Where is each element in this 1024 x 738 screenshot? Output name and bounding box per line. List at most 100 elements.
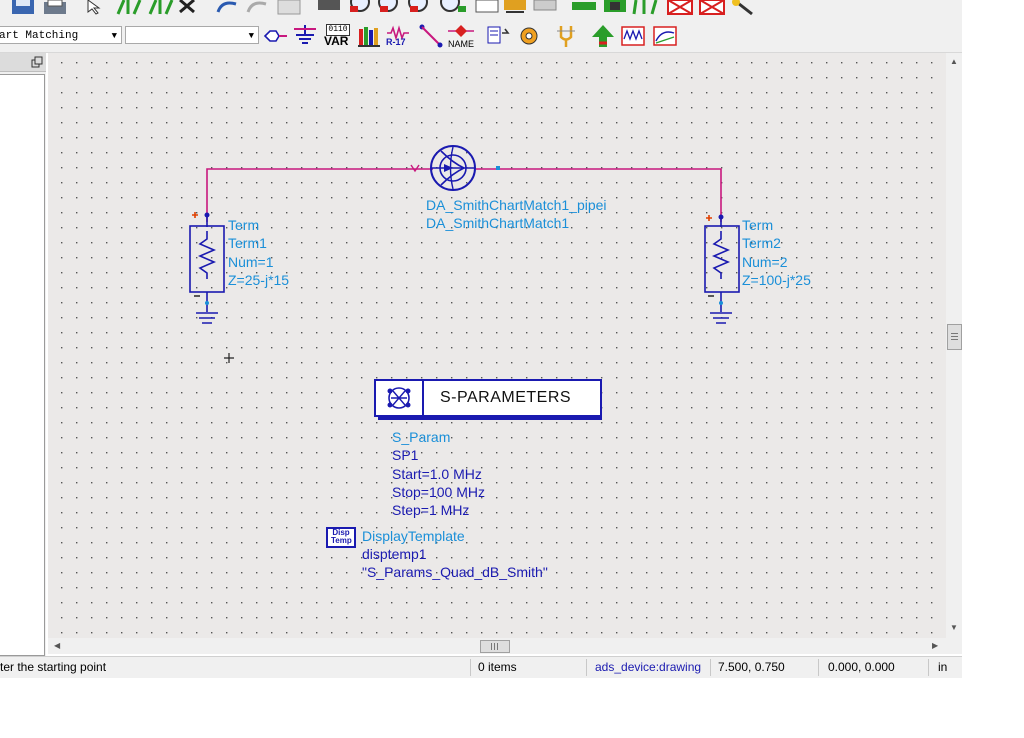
term2-impedance-label: Z=100-j*25 bbox=[742, 272, 811, 288]
generate-layout-icon[interactable] bbox=[572, 2, 596, 10]
status-divider bbox=[928, 659, 929, 676]
status-bar: ter the starting point 0 items ads_devic… bbox=[0, 656, 962, 678]
zoom-out-icon[interactable] bbox=[408, 0, 428, 12]
term2-name-label: Term2 bbox=[742, 235, 781, 251]
var-equation-icon[interactable]: 0110 VAR bbox=[323, 23, 351, 49]
wire-net[interactable] bbox=[206, 168, 722, 222]
sparam-start-label: Start=1.0 MHz bbox=[392, 466, 482, 482]
status-divider bbox=[586, 659, 587, 676]
restore-window-icon[interactable] bbox=[30, 55, 44, 69]
s-parameters-controller[interactable] bbox=[374, 379, 602, 420]
port-icon[interactable] bbox=[262, 23, 288, 49]
rotate-icon[interactable] bbox=[277, 0, 301, 15]
status-delta: 0.000, 0.000 bbox=[828, 660, 895, 674]
zoom-in-icon[interactable] bbox=[378, 0, 398, 12]
delete-icon[interactable] bbox=[179, 0, 195, 14]
term2-num-label: Num=2 bbox=[742, 254, 788, 270]
zoom-icon[interactable] bbox=[350, 0, 370, 12]
term1-impedance-label: Z=25-j*15 bbox=[228, 272, 290, 288]
redo-icon[interactable] bbox=[246, 1, 267, 13]
ground-icon[interactable] bbox=[292, 23, 318, 49]
horizontal-scrollbar[interactable]: ◀ ▶ bbox=[48, 638, 946, 654]
term1-component[interactable] bbox=[189, 212, 225, 324]
smith-name-label: DA_SmithChartMatch1 bbox=[426, 215, 570, 231]
chevron-down-icon: ▼ bbox=[111, 31, 117, 41]
resistor-r17-icon[interactable]: R-17 bbox=[385, 23, 411, 49]
simulate-icon[interactable] bbox=[504, 0, 526, 13]
palette-list[interactable] bbox=[0, 74, 45, 656]
resistor-label: R-17 bbox=[386, 37, 406, 47]
view-all-icon[interactable] bbox=[475, 0, 499, 13]
status-layer[interactable]: ads_device:drawing bbox=[595, 660, 702, 674]
push-down-icon[interactable] bbox=[484, 23, 510, 49]
zoom-area-icon[interactable] bbox=[440, 0, 466, 12]
display-icon-line2: Temp bbox=[331, 536, 352, 545]
display-icon-line1: Disp bbox=[332, 528, 350, 537]
data-display-icon[interactable] bbox=[620, 23, 646, 49]
display-icon-text: Disp Temp bbox=[331, 528, 352, 545]
status-divider bbox=[710, 659, 711, 676]
vertical-scrollbar[interactable]: ▲ ▼ bbox=[946, 53, 962, 638]
main-toolbar-icons bbox=[12, 0, 753, 16]
display-type-label: DisplayTemplate bbox=[362, 528, 465, 544]
check-design-icon[interactable] bbox=[667, 0, 693, 15]
print-icon[interactable] bbox=[44, 0, 66, 14]
var-label: VAR bbox=[324, 34, 349, 48]
magic-wand-icon[interactable] bbox=[732, 0, 753, 16]
tuning-fork-icon[interactable] bbox=[553, 23, 579, 49]
smith-instance-label: DA_SmithChartMatch1_pipei bbox=[426, 197, 607, 213]
component-search-select[interactable]: ▼ bbox=[125, 26, 259, 44]
save-icon[interactable] bbox=[12, 0, 34, 14]
term2-component[interactable] bbox=[704, 214, 740, 324]
smith-chart-match-component[interactable] bbox=[410, 145, 500, 191]
display-value-label: "S_Params_Quad_dB_Smith" bbox=[362, 564, 548, 580]
name-label: NAME bbox=[448, 39, 475, 49]
status-divider bbox=[470, 659, 471, 676]
grid-dots bbox=[48, 53, 946, 638]
undo-icon[interactable] bbox=[216, 1, 237, 13]
scroll-corner bbox=[946, 638, 962, 654]
term1-num-label: Num=1 bbox=[228, 254, 274, 270]
scroll-left-icon[interactable]: ◀ bbox=[54, 641, 61, 650]
main-toolbar bbox=[0, 0, 962, 20]
schematic-drawing bbox=[48, 53, 946, 638]
component-toolbar: art Matching ▼ ▼ 0110 VAR R-17 bbox=[0, 20, 962, 53]
simulate-arrow-icon[interactable] bbox=[590, 23, 616, 49]
library-icon[interactable] bbox=[356, 23, 382, 49]
palette-panel-header bbox=[0, 53, 46, 72]
plot-traces-icon[interactable] bbox=[652, 23, 678, 49]
push-into-hierarchy-icon[interactable] bbox=[318, 0, 340, 10]
sparam-step-label: Step=1 MHz bbox=[392, 502, 470, 518]
drc-icon[interactable] bbox=[699, 0, 725, 15]
sparam-name-label: SP1 bbox=[392, 447, 419, 463]
chevron-down-icon: ▼ bbox=[248, 31, 254, 41]
resistor-symbol bbox=[387, 25, 409, 41]
crosshair-cursor-icon bbox=[224, 353, 234, 363]
component-palette-select[interactable]: art Matching ▼ bbox=[0, 26, 122, 44]
scroll-down-icon[interactable]: ▼ bbox=[950, 623, 958, 632]
scroll-up-icon[interactable]: ▲ bbox=[950, 57, 958, 66]
s-parameters-title: S-PARAMETERS bbox=[440, 389, 572, 406]
wire-label-icon[interactable]: NAME bbox=[446, 23, 476, 49]
tune-icon[interactable] bbox=[533, 0, 557, 11]
insert-wire-icon[interactable] bbox=[116, 0, 142, 15]
options-gear-icon[interactable] bbox=[516, 23, 542, 49]
status-prompt: ter the starting point bbox=[0, 660, 107, 674]
scroll-right-icon[interactable]: ▶ bbox=[932, 641, 939, 650]
component-palette-value: art Matching bbox=[0, 30, 79, 42]
vertical-scroll-thumb[interactable] bbox=[947, 324, 962, 350]
select-pointer-icon[interactable] bbox=[87, 0, 101, 15]
horizontal-scroll-thumb[interactable] bbox=[480, 640, 510, 653]
var-box: 0110 bbox=[326, 24, 350, 36]
schematic-canvas[interactable]: Term Term1 Num=1 Z=25-j*15 Term Term2 Nu… bbox=[48, 53, 946, 638]
component-options-icon[interactable] bbox=[604, 0, 626, 12]
align-icon[interactable] bbox=[632, 0, 658, 15]
status-coordinates: 7.500, 0.750 bbox=[718, 660, 785, 674]
display-template-icon[interactable] bbox=[326, 527, 356, 548]
term2-type-label: Term bbox=[742, 217, 774, 233]
display-name-label: disptemp1 bbox=[362, 546, 427, 562]
insert-pin-icon[interactable] bbox=[148, 0, 174, 15]
wire-icon[interactable] bbox=[418, 23, 444, 49]
wire-label-symbol bbox=[448, 25, 474, 37]
status-units: in bbox=[938, 660, 948, 674]
